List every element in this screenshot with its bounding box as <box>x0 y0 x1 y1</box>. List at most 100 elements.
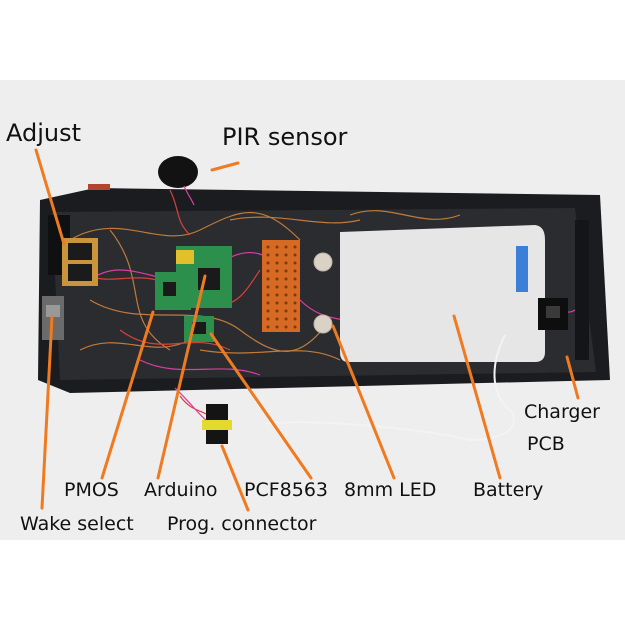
led-bottom <box>313 314 333 334</box>
proto-hole <box>266 293 270 297</box>
proto-hole <box>284 293 288 297</box>
proto-hole <box>284 253 288 257</box>
label-prog-connector: Prog. connector <box>167 513 317 535</box>
proto-hole <box>284 269 288 273</box>
proto-hole <box>275 269 279 273</box>
proto-hole <box>293 285 297 289</box>
proto-hole <box>293 245 297 249</box>
charger-chip <box>546 306 560 318</box>
proto-hole <box>275 261 279 265</box>
proto-hole <box>284 309 288 313</box>
proto-hole <box>275 317 279 321</box>
proto-hole <box>284 277 288 281</box>
label-pcb: PCB <box>527 433 565 455</box>
proto-hole <box>266 253 270 257</box>
pointer-lines <box>34 148 580 512</box>
proto-hole <box>275 309 279 313</box>
proto-hole <box>275 277 279 281</box>
proto-hole <box>275 293 279 297</box>
label-battery: Battery <box>473 479 543 501</box>
led-icon <box>313 252 333 334</box>
pointer-battery <box>452 314 502 480</box>
proto-hole <box>266 285 270 289</box>
pin-connector-icon <box>174 387 232 444</box>
pointer-led <box>331 324 396 480</box>
battery-pack <box>340 225 545 362</box>
label-arduino: Arduino <box>144 479 218 501</box>
proto-holes <box>266 245 297 329</box>
label-wake-select: Wake select <box>20 513 134 535</box>
label-pmos: PMOS <box>64 479 119 501</box>
wire <box>109 229 171 351</box>
led-top <box>313 252 333 272</box>
proto-hole <box>293 317 297 321</box>
proto-hole <box>266 301 270 305</box>
proto-hole <box>284 245 288 249</box>
wire <box>69 211 301 241</box>
proto-hole <box>266 261 270 265</box>
proto-hole <box>284 317 288 321</box>
proto-hole <box>284 261 288 265</box>
wire <box>169 189 191 236</box>
red-tab <box>88 184 110 190</box>
pir-lead <box>183 185 195 206</box>
pointer-pmos <box>100 310 155 480</box>
proto-hole <box>293 293 297 297</box>
proto-hole <box>275 245 279 249</box>
proto-board <box>262 240 300 332</box>
enclosure-side-slot <box>575 220 589 360</box>
pointer-pir-sensor <box>210 161 240 172</box>
proto-hole <box>293 277 297 281</box>
chip <box>192 322 206 334</box>
proto-hole <box>284 325 288 329</box>
proto-hole <box>266 277 270 281</box>
charger-pcb <box>538 298 568 330</box>
proto-hole <box>266 245 270 249</box>
label-pcf8563: PCF8563 <box>244 479 328 501</box>
connector-tab <box>202 420 232 430</box>
proto-hole <box>293 309 297 313</box>
proto-hole <box>284 301 288 305</box>
proto-hole <box>275 301 279 305</box>
wire <box>89 299 331 352</box>
label-pir-sensor: PIR sensor <box>222 123 348 151</box>
proto-hole <box>275 325 279 329</box>
proto-hole <box>275 285 279 289</box>
battery-body <box>340 225 545 362</box>
pcf8563-pcb <box>184 316 214 342</box>
proto-hole <box>266 269 270 273</box>
wire <box>199 349 341 361</box>
pir-dome <box>158 156 198 188</box>
pointer-arduino <box>156 274 207 480</box>
label-charger: Charger <box>524 401 600 423</box>
pointer-charger <box>565 355 580 400</box>
proto-hole <box>293 261 297 265</box>
wire <box>139 359 261 376</box>
wire <box>79 339 191 351</box>
adjust-buttons <box>62 238 98 286</box>
button-cap <box>68 243 92 260</box>
label-led: 8mm LED <box>344 479 436 501</box>
battery-stripe <box>516 246 528 292</box>
pointer-wake-select <box>40 315 54 510</box>
label-adjust: Adjust <box>6 119 81 147</box>
proto-hole <box>293 325 297 329</box>
proto-hole <box>266 309 270 313</box>
button-cap <box>68 264 92 281</box>
wire <box>229 216 361 224</box>
pointer-adjust <box>34 148 66 246</box>
proto-hole <box>266 317 270 321</box>
pir-sensor-dome-icon <box>158 156 198 206</box>
capacitor <box>176 250 194 264</box>
proto-hole <box>284 285 288 289</box>
proto-hole <box>275 253 279 257</box>
pointer-prog-connector <box>220 444 250 512</box>
proto-hole <box>293 301 297 305</box>
switch-knob <box>46 305 60 317</box>
proto-hole <box>293 269 297 273</box>
pointer-pcf8563 <box>209 332 313 480</box>
proto-hole <box>266 325 270 329</box>
wire <box>349 210 461 220</box>
proto-hole <box>293 253 297 257</box>
